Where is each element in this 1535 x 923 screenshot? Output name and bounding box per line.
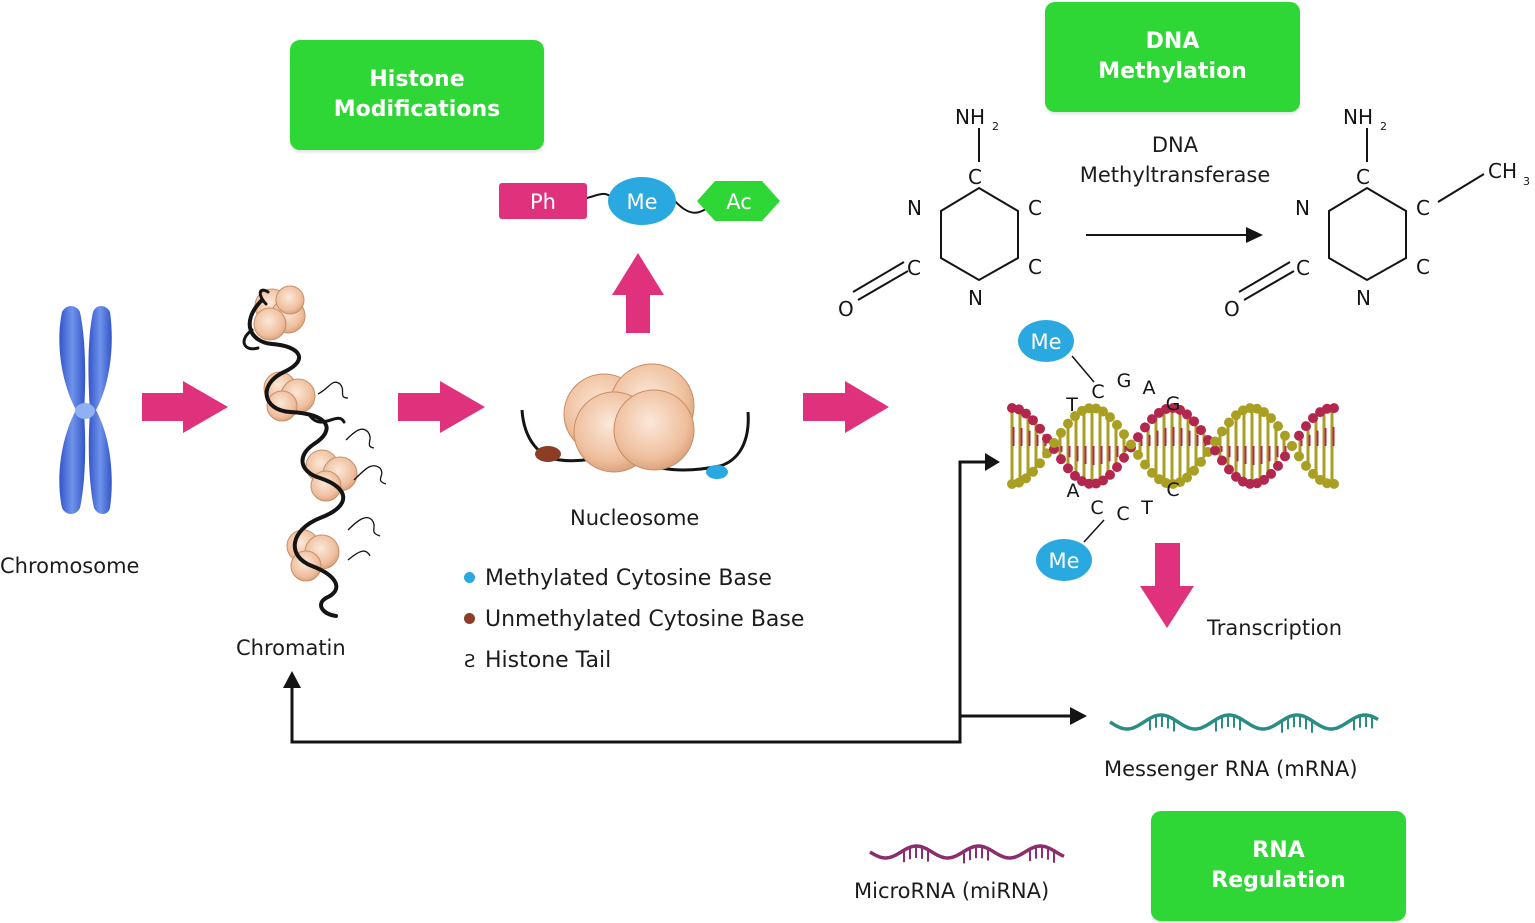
right-nh2-sub: 2 (1380, 120, 1387, 133)
flow-arrows (142, 253, 1194, 628)
enzyme-label-line1: DNA (1152, 133, 1199, 157)
base-top-3: G (1117, 370, 1132, 392)
base-top-1: T (1065, 394, 1078, 416)
left-n1: N (907, 196, 922, 220)
histone-tail-icon: Ƨ (464, 651, 476, 672)
methylated-dot-icon (464, 571, 475, 583)
cytosine-structure (852, 128, 1019, 301)
methyltransferase-arrow (1086, 227, 1263, 243)
legend-histone-tail: Ƨ Histone Tail (464, 648, 611, 673)
arrow-chromatin-to-nucleosome (398, 381, 485, 433)
right-c4: C (1416, 255, 1430, 279)
left-o: O (838, 297, 854, 321)
left-c2: C (1028, 196, 1042, 220)
dna-methylation-line1: DNA (1145, 29, 1200, 54)
left-c1: C (968, 165, 982, 189)
chromatin-icon (242, 285, 387, 618)
mrna-icon (1109, 713, 1379, 733)
arrowhead-to-mrna (1070, 707, 1087, 725)
methylation-tag (608, 177, 676, 225)
dna-methylation-box: DNA Methylation (1045, 2, 1300, 112)
arrowhead-to-dna (985, 453, 1000, 471)
base-bot-4: T (1140, 497, 1153, 519)
enzyme-label-line2: Methyltransferase (1080, 163, 1271, 187)
legend-unmethylated-text: Unmethylated Cytosine Base (485, 607, 805, 632)
base-bot-2: C (1090, 497, 1103, 519)
arrow-up-to-histone-tags (612, 253, 664, 333)
left-c3: C (907, 256, 921, 280)
me-tag-label: Me (626, 190, 657, 214)
dna-helix-icon (1007, 403, 1339, 489)
dna-me-bottom (1036, 539, 1092, 581)
legend-methylated: Methylated Cytosine Base (464, 566, 772, 591)
histone-box-line2: Modifications (333, 97, 501, 122)
right-c3: C (1296, 256, 1310, 280)
right-o: O (1224, 297, 1240, 321)
right-nh2: NH (1343, 105, 1373, 129)
dna-methylation-line2: Methylation (1098, 59, 1247, 84)
nucleosome-icon (520, 363, 750, 479)
ph-tag-label: Ph (530, 190, 556, 214)
base-top-2: C (1091, 381, 1104, 403)
methylcytosine-structure (1238, 128, 1485, 301)
arrow-nucleosome-to-dna (803, 381, 889, 433)
ch3-sub: 3 (1523, 175, 1530, 188)
mirna-label: MicroRNA (miRNA) (854, 879, 1050, 903)
arrowhead-to-chromatin (283, 671, 301, 688)
base-top-4: A (1143, 377, 1156, 399)
unmethylated-dot-icon (464, 612, 475, 624)
left-n2: N (968, 286, 983, 310)
feedback-connectors (290, 460, 1072, 744)
methylated-cytosine-mark (706, 465, 728, 479)
chromatin-label: Chromatin (236, 636, 346, 660)
base-top-5: G (1166, 393, 1181, 415)
mirna-icon (869, 844, 1065, 864)
left-c4: C (1028, 255, 1042, 279)
dna-me-top-label: Me (1030, 330, 1061, 354)
legend-methylated-text: Methylated Cytosine Base (485, 566, 772, 591)
ch3-label: CH (1488, 159, 1517, 183)
mrna-label: Messenger RNA (mRNA) (1104, 757, 1358, 781)
histone-tags: Ph Me Ac (499, 177, 780, 225)
legend-histone-tail-text: Histone Tail (485, 648, 612, 673)
base-bot-3: C (1116, 503, 1129, 525)
dna-me-top (1018, 320, 1074, 362)
left-nh2: NH (955, 105, 985, 129)
dna-me-markers: Me Me (1018, 320, 1105, 581)
base-bot-1: A (1067, 480, 1080, 502)
arrow-chromosome-to-chromatin (142, 381, 228, 433)
right-c1: C (1356, 165, 1370, 189)
histone-box-line1: Histone (369, 67, 465, 92)
legend-unmethylated: Unmethylated Cytosine Base (464, 607, 804, 632)
rna-regulation-line1: RNA (1252, 838, 1305, 863)
right-c2: C (1416, 196, 1430, 220)
base-bot-5: C (1166, 479, 1179, 501)
transcription-label: Transcription (1207, 616, 1343, 640)
rna-regulation-line2: Regulation (1211, 868, 1346, 893)
right-n2: N (1356, 286, 1371, 310)
unmethylated-cytosine-mark (535, 446, 561, 462)
dna-me-bottom-label: Me (1048, 549, 1079, 573)
arrow-down-transcription (1140, 543, 1194, 628)
acetylation-tag (697, 181, 780, 221)
histone-modifications-box: Histone Modifications (290, 40, 544, 150)
left-nh2-sub: 2 (992, 120, 999, 133)
chromosome-label: Chromosome (0, 554, 140, 578)
right-n1: N (1295, 196, 1310, 220)
chromosome-icon (59, 306, 112, 514)
ac-tag-label: Ac (726, 190, 752, 214)
phosphorylation-tag (499, 183, 587, 219)
rna-regulation-box: RNA Regulation (1151, 811, 1406, 921)
nucleosome-label: Nucleosome (570, 506, 700, 530)
